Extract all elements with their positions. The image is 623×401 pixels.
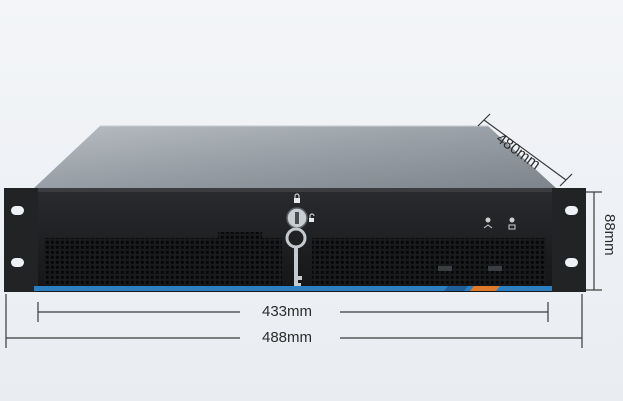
panel-width-dimension-label: 433mm bbox=[262, 303, 313, 320]
front-vent-small bbox=[218, 232, 262, 238]
front-accent-strip-orange bbox=[470, 286, 500, 291]
total-width-dimension-label: 488mm bbox=[262, 329, 313, 346]
dimension-lines bbox=[5, 113, 602, 348]
left-rack-ear bbox=[4, 188, 38, 292]
hanging-key bbox=[285, 227, 307, 288]
front-vent-right bbox=[312, 238, 546, 284]
power-button-icon[interactable] bbox=[483, 217, 493, 229]
height-dimension-label: 88mm bbox=[601, 214, 618, 256]
right-rack-ear bbox=[552, 188, 586, 292]
unlock-icon bbox=[309, 213, 315, 222]
lock-icon bbox=[294, 193, 300, 203]
front-lock[interactable] bbox=[286, 207, 308, 229]
front-vent-left bbox=[44, 238, 282, 284]
usb-port-1 bbox=[438, 266, 452, 271]
front-accent-strip-blue bbox=[34, 286, 552, 291]
chassis-top-panel bbox=[34, 126, 556, 188]
usb-port-2 bbox=[488, 266, 502, 271]
reset-button-icon[interactable] bbox=[508, 217, 516, 230]
